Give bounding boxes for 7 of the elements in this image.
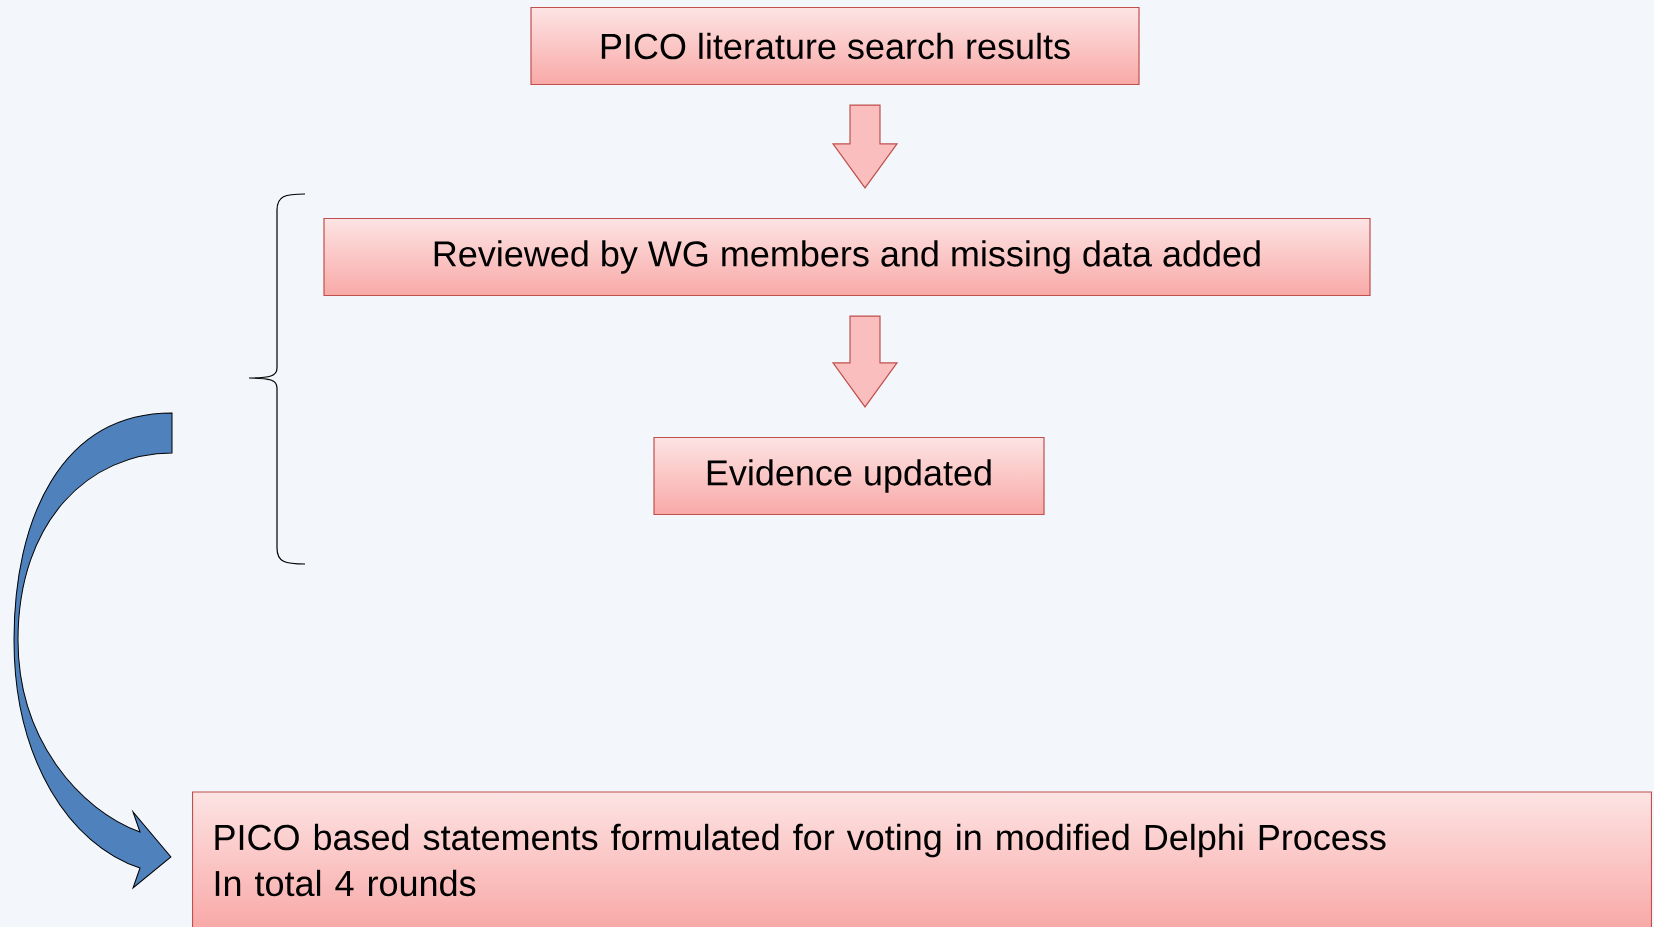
block-arrow [831, 315, 899, 408]
curved-arrow [13, 412, 173, 889]
block-arrow [831, 104, 899, 189]
process-box: Evidence updated [653, 436, 1045, 516]
process-box: PICO based statements formulated for voting in modified Delphi Process In total 4 rounds [191, 791, 1653, 927]
process-box: PICO literature search results [530, 6, 1140, 86]
process-box: Reviewed by WG members and missing data added [323, 217, 1371, 297]
